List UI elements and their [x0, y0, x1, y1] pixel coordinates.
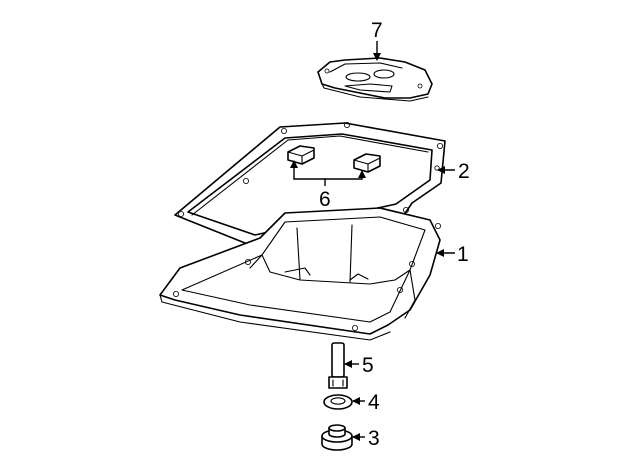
callout-6: 6: [319, 188, 331, 211]
callout-3: 3: [368, 427, 380, 450]
callout-4: 4: [368, 391, 380, 414]
part-5-tube: [328, 342, 348, 389]
callout-2: 2: [458, 160, 470, 183]
callout-1: 1: [457, 243, 469, 266]
leader-6b: [325, 170, 366, 180]
part-6-magnet-left: [287, 145, 315, 165]
part-3-plug: [321, 424, 353, 451]
callout-5: 5: [362, 354, 374, 377]
part-6-magnet-right: [353, 153, 381, 173]
part-4-washer: [323, 394, 353, 410]
callout-7: 7: [371, 19, 383, 42]
part-1-oil-pan: [159, 207, 441, 341]
part-7-filter: [317, 57, 433, 102]
